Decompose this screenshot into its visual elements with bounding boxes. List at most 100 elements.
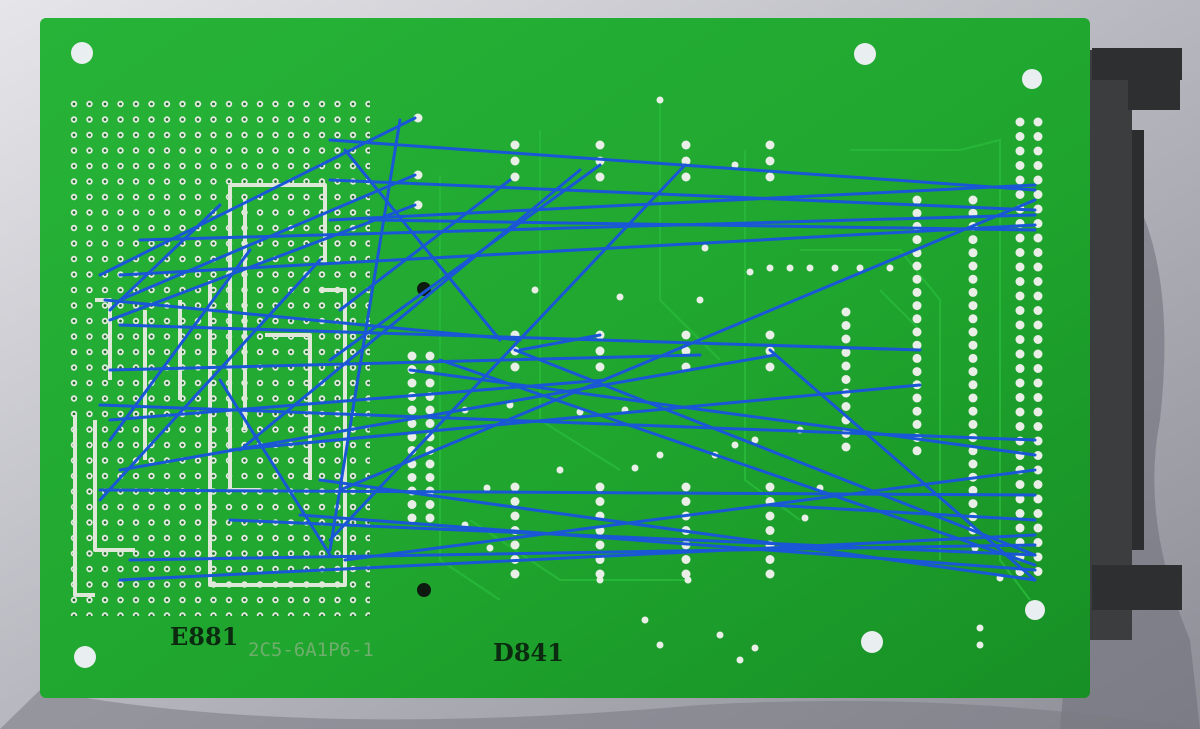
solder-pad [1033,117,1043,127]
solder-pad [968,235,978,245]
solder-pad [1033,567,1043,576]
solder-pad [806,264,814,272]
solder-pad [681,172,691,182]
solder-pad [1033,494,1043,504]
solder-pad [701,244,709,252]
solder-pad [425,513,435,523]
solder-pad [1015,509,1025,518]
solder-pad [1033,364,1043,373]
solder-pad [746,268,754,276]
solder-pad [786,264,794,272]
solder-pad [1015,335,1025,344]
jumper-wire [118,323,922,352]
solder-pad [765,330,775,340]
solder-pad [731,161,739,169]
solder-pad [976,624,984,632]
jumper-wire [108,353,702,372]
solder-pad [841,442,851,452]
solder-pad [886,264,894,272]
solder-pad [595,140,605,150]
solder-pad [407,500,417,509]
solder-pad [425,351,435,361]
solder-pad [413,170,423,180]
solder-pad [407,419,417,428]
solder-pad [1015,132,1025,141]
mounting-holes [71,42,1045,668]
solder-pad [407,432,417,442]
solder-pad [1033,262,1043,272]
jumper-wire [343,468,1037,562]
solder-pad [841,375,851,384]
solder-pad [1015,494,1025,504]
jumper-wire [328,163,687,542]
solder-pad [510,156,520,166]
solder-pad [912,314,922,324]
solder-pad [912,208,922,218]
solder-pad [681,482,691,492]
solder-pad [407,405,417,415]
solder-pad [968,446,978,456]
solder-pad [968,485,978,495]
solder-pad [765,140,775,150]
solder-pad [1033,465,1043,475]
solder-pad [912,301,922,311]
solder-pad [968,406,978,416]
solder-pad [531,286,539,294]
solder-pad [1033,146,1043,156]
jumper-wire [518,333,602,352]
solder-pad [407,473,417,482]
jumper-wire [768,348,1037,582]
solder-pad [912,274,922,284]
solder-pad [407,351,417,361]
solder-pad [976,641,984,649]
solder-pad [425,473,435,482]
solder-pad [968,340,978,350]
solder-pad [912,406,922,416]
jumper-wire [318,478,1037,582]
solder-pad [656,641,664,649]
solder-pad [1015,117,1025,127]
solder-pad [968,274,978,284]
solder-pad [1033,320,1043,330]
solder-pad [1033,248,1043,257]
solder-pad [1033,277,1043,286]
blue-jumper-wires [98,116,1037,582]
solder-pad [1015,480,1025,489]
solder-pad [1033,190,1043,199]
bag-reflection-bottom [0,690,1200,729]
jumper-wire [138,213,1037,242]
solder-pad [968,287,978,297]
jumper-wire [338,198,1037,492]
solder-pad [1033,451,1043,460]
solder-pad [681,346,691,356]
solder-pad [1033,161,1043,170]
solder-pad [801,514,809,522]
solder-pad [856,264,864,272]
solder-pad [1033,407,1043,417]
proto-hole-grid [68,98,370,616]
solder-pad [736,656,744,664]
jumper-wire [328,138,1037,192]
solder-pad [1015,364,1025,373]
jumper-wire [438,358,1037,567]
jumper-wire [228,518,1037,557]
board-label-right: D841 [493,638,564,667]
jumper-wire [118,533,1037,582]
solder-pad [1015,393,1025,402]
solder-pad [1033,349,1043,359]
solder-pad [483,484,491,492]
solder-pad [968,195,978,205]
solder-pad [765,555,775,564]
solder-pad [595,569,605,579]
solder-pad [1033,291,1043,301]
solder-pad [766,264,774,272]
solder-pad [407,513,417,523]
solder-pad [1033,393,1043,402]
solder-pad [1015,277,1025,286]
solder-pad [968,419,978,429]
solder-pad [656,96,664,104]
solder-pad [510,140,520,150]
solder-pad [912,327,922,337]
jumper-wire [108,248,252,442]
solder-pad [1033,378,1043,388]
